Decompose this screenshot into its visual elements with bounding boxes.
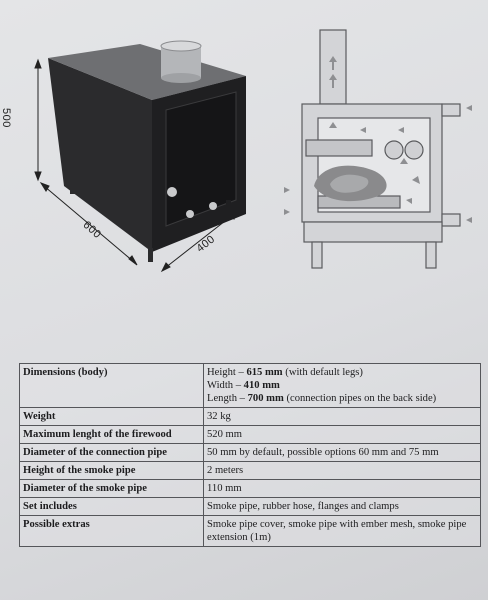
spec-label: Diameter of the connection pipe — [19, 443, 204, 462]
table-row: Diameter of the smoke pipe 110 mm — [19, 479, 481, 498]
height-line: Height – 615 mm (with default legs) — [207, 367, 363, 378]
spec-label: Dimensions (body) — [19, 363, 204, 408]
spec-value: 520 mm — [203, 425, 481, 444]
spec-label: Maximum lenght of the firewood — [19, 425, 204, 444]
spec-label: Diameter of the smoke pipe — [19, 479, 204, 498]
specifications-table: Dimensions (body) Height – 615 mm (with … — [19, 363, 481, 547]
length-line: Length – 700 mm (connection pipes on the… — [207, 393, 437, 404]
spec-value: 110 mm — [203, 479, 481, 498]
spec-value: Smoke pipe, rubber hose, flanges and cla… — [203, 497, 481, 516]
stove-body — [48, 40, 246, 262]
stove-photo — [34, 29, 472, 273]
airflow-arrows — [284, 56, 472, 223]
table-row: Set includes Smoke pipe, rubber hose, fl… — [19, 497, 481, 516]
dimension-height-label: 500 — [0, 108, 12, 128]
spec-label: Possible extras — [19, 515, 204, 547]
spec-label: Weight — [19, 407, 204, 426]
table-row: Possible extras Smoke pipe cover, smoke … — [19, 515, 481, 547]
spec-value: Smoke pipe cover, smoke pipe with ember … — [203, 515, 481, 547]
spec-value: 32 kg — [203, 407, 481, 426]
table-row: Height of the smoke pipe 2 meters — [19, 461, 481, 480]
flame-icon — [314, 165, 387, 202]
table-row: Maximum lenght of the firewood 520 mm — [19, 425, 481, 444]
stove-cross-section — [301, 29, 461, 269]
spec-value: 50 mm by default, possible options 60 mm… — [203, 443, 481, 462]
spec-label: Set includes — [19, 497, 204, 516]
width-line: Width – 410 mm — [207, 380, 280, 391]
table-row: Dimensions (body) Height – 615 mm (with … — [19, 363, 481, 408]
spec-label: Height of the smoke pipe — [19, 461, 204, 480]
spec-value: Height – 615 mm (with default legs) Widt… — [203, 363, 481, 408]
table-row: Weight 32 kg — [19, 407, 481, 426]
table-row: Diameter of the connection pipe 50 mm by… — [19, 443, 481, 462]
spec-value: 2 meters — [203, 461, 481, 480]
